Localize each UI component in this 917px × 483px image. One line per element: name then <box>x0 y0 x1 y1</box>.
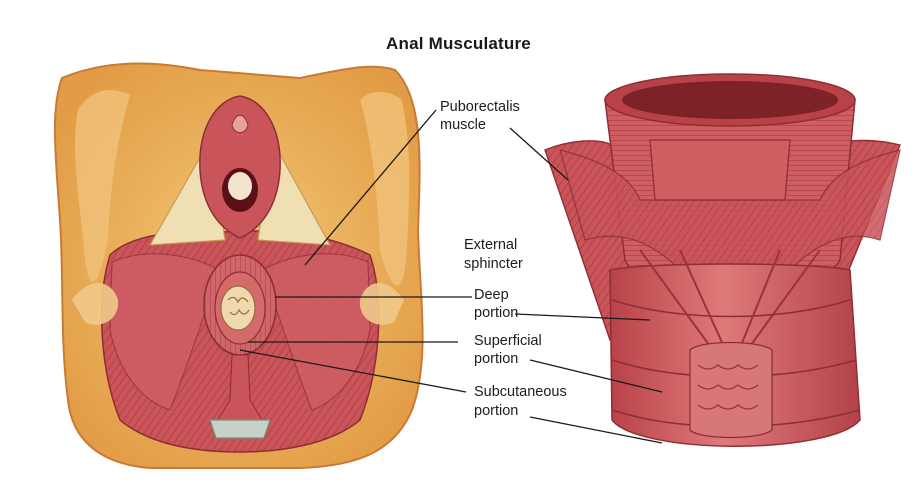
label-superficial-line1: Superficial <box>474 333 542 350</box>
diagram-title: Anal Musculature <box>0 34 917 54</box>
label-deep-line2: portion <box>474 305 518 322</box>
vaginal-opening-inner <box>228 172 252 200</box>
label-subcutaneous-line1: Subcutaneous <box>474 384 567 401</box>
label-puborectalis-line2: muscle <box>440 117 486 134</box>
rectal-lumen <box>622 81 838 119</box>
label-external-line1: External <box>464 237 517 254</box>
sphincter-tube-view <box>545 74 900 446</box>
label-puborectalis-line1: Puborectalis <box>440 99 520 116</box>
label-superficial-line2: portion <box>474 351 518 368</box>
perineal-view <box>55 63 423 468</box>
label-subcutaneous-line2: portion <box>474 403 518 420</box>
subcutaneous-ring <box>690 343 772 438</box>
sling-window <box>650 140 790 200</box>
label-deep-line1: Deep <box>474 287 509 304</box>
coccyx <box>210 420 270 438</box>
label-external-line2: sphincter <box>464 256 523 273</box>
anus <box>221 286 255 330</box>
